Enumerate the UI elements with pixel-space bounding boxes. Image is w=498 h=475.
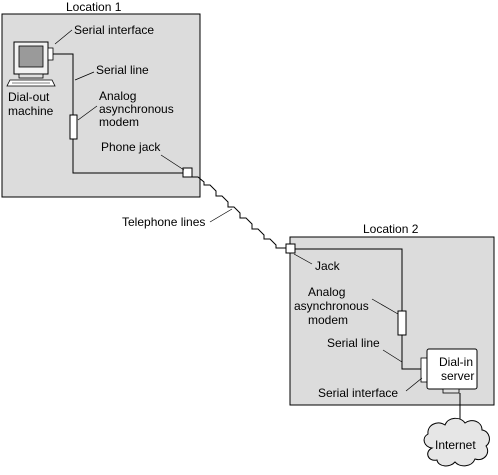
location-2-title: Location 2 bbox=[363, 222, 419, 236]
serial-line-2 bbox=[401, 335, 421, 370]
telephone-lines-path bbox=[191, 176, 287, 249]
location-1-title: Location 1 bbox=[66, 0, 122, 14]
modem-2-label-1: Analog bbox=[308, 285, 345, 299]
serial-interface-leader-2 bbox=[405, 377, 423, 392]
serial-line-leader-2 bbox=[382, 349, 403, 363]
modem-1-icon bbox=[69, 114, 78, 140]
modem-1-label-2: asynchronous bbox=[99, 102, 174, 116]
modem-2-icon bbox=[397, 310, 407, 336]
jack-2-leader bbox=[293, 253, 313, 265]
telephone-lines-label: Telephone lines bbox=[122, 215, 205, 229]
jack-2-icon bbox=[285, 243, 296, 254]
serial-line-label-2: Serial line bbox=[327, 336, 380, 350]
internet-cloud-icon bbox=[423, 417, 490, 467]
serial-interface-label-1: Serial interface bbox=[74, 23, 154, 37]
internet-label: Internet bbox=[435, 438, 476, 452]
phone-jack-leader bbox=[160, 154, 185, 171]
phone-jack-1-icon bbox=[182, 167, 193, 178]
dial-in-server-label-2: server bbox=[441, 369, 474, 383]
serial-interface-leader-1 bbox=[54, 29, 73, 45]
phone-jack-label: Phone jack bbox=[101, 140, 161, 154]
modem-1-leader bbox=[77, 105, 98, 121]
phone-line-1 bbox=[72, 139, 183, 174]
telephone-lines-leader bbox=[209, 208, 233, 223]
dial-out-computer-icon bbox=[6, 41, 56, 87]
modem-2-label-3: modem bbox=[308, 313, 348, 327]
jack-2-label: Jack bbox=[315, 259, 341, 273]
dial-in-server-label-1: Dial-in bbox=[439, 355, 473, 369]
serial-line-1 bbox=[53, 53, 74, 115]
modem-2-leader bbox=[371, 298, 399, 315]
serial-line-leader-1 bbox=[74, 71, 95, 81]
phone-line-2 bbox=[295, 248, 403, 311]
serial-interface-label-2: Serial interface bbox=[318, 386, 398, 400]
modem-1-label-3: modem bbox=[99, 115, 139, 129]
dial-out-machine-label-1: Dial-out bbox=[8, 90, 50, 104]
modem-2-label-2: asynchronous bbox=[294, 299, 369, 313]
dial-in-server-icon bbox=[420, 348, 478, 394]
dial-out-machine-label-2: machine bbox=[8, 104, 54, 118]
serial-line-label-1: Serial line bbox=[96, 63, 149, 77]
modem-1-label-1: Analog bbox=[99, 89, 136, 103]
